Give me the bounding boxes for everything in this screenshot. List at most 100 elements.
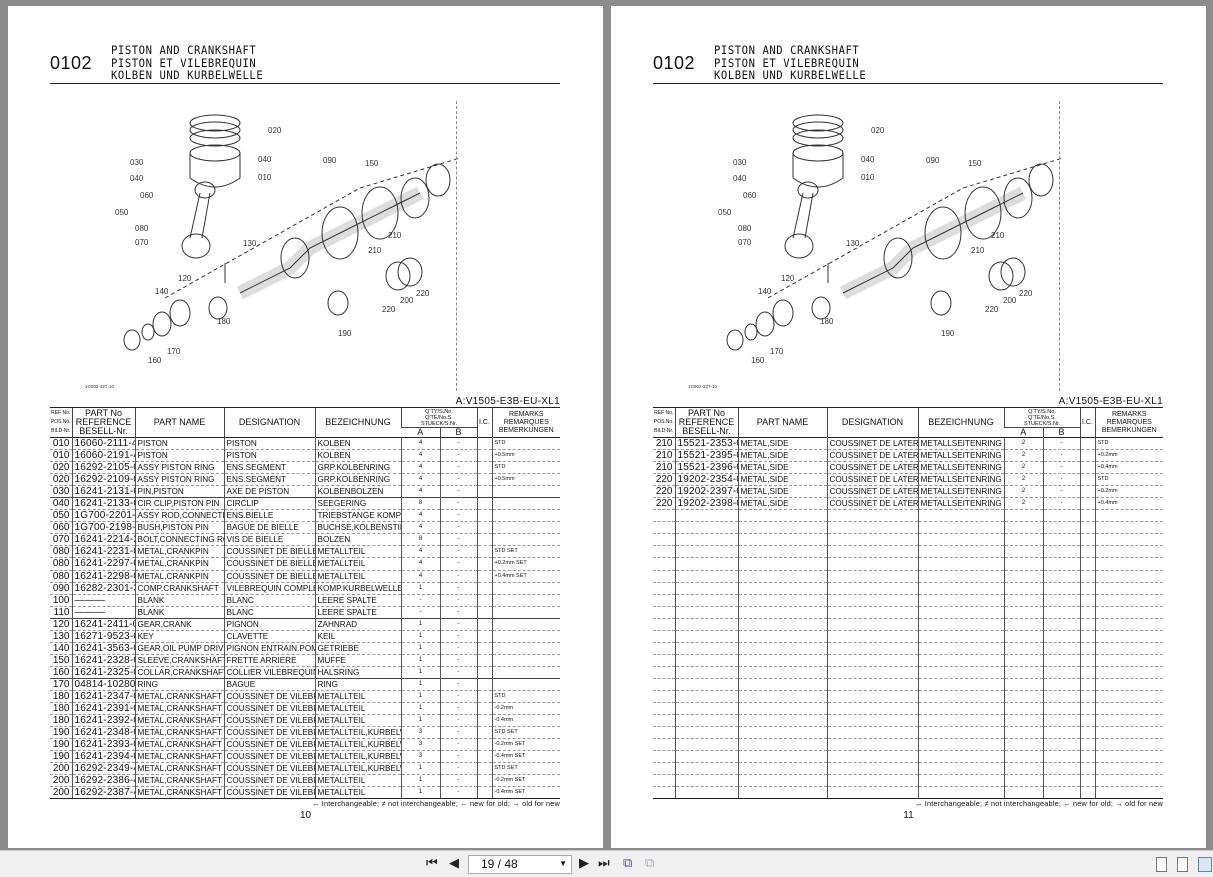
chevron-down-icon[interactable]: ▼ — [559, 859, 567, 868]
cell-part-no: 16241-2325-0 — [71, 666, 135, 679]
empty-cell — [1094, 594, 1163, 607]
last-page-icon[interactable]: ⏭ — [598, 855, 610, 870]
empty-cell — [826, 630, 918, 643]
cell-part-no: 19202-2398-0 — [674, 497, 738, 511]
single-page-view-icon[interactable] — [1156, 857, 1167, 872]
empty-cell — [826, 582, 918, 595]
cell-ref-no: 200 — [50, 762, 72, 776]
callout-label: 010 — [258, 173, 272, 182]
empty-cell — [653, 762, 675, 776]
empty-cell — [674, 545, 738, 559]
cell-part-no: 19202-2354-0 — [674, 473, 738, 487]
header-qty-a: A — [401, 427, 440, 438]
callout-label: 070 — [738, 238, 752, 247]
cell-bezeichnung: SEEGERING — [314, 497, 401, 511]
empty-cell — [917, 786, 1004, 800]
cell-part-no: 16241-2391-0 — [71, 702, 135, 716]
crankshaft-drawing — [236, 177, 430, 300]
empty-cell — [1003, 594, 1043, 607]
empty-cell — [674, 714, 738, 728]
first-page-icon[interactable]: ⏮ — [426, 855, 438, 870]
empty-cell — [674, 642, 738, 655]
empty-cell — [1003, 545, 1043, 559]
cell-bezeichnung: METALLTEIL — [314, 545, 401, 559]
cell-qty-b: - — [439, 654, 477, 667]
empty-cell — [1079, 702, 1095, 716]
cell-bezeichnung: KOLBEN — [314, 449, 401, 463]
cell-part-name: METAL,CRANKPIN — [134, 545, 224, 559]
continuous-view-icon[interactable] — [1177, 857, 1188, 872]
empty-cell — [826, 594, 918, 607]
cell-part-no: 16060-2111-4 — [71, 437, 135, 451]
interchangeability-legend: ↔ Interchangeable; ≠ not interchangeable… — [915, 799, 1163, 808]
callout-label: 060 — [140, 191, 154, 200]
cell-qty-a: 3 — [400, 738, 440, 752]
cell-bezeichnung: METALLTEIL — [314, 774, 401, 788]
next-page-icon[interactable]: ▶ — [579, 855, 589, 870]
empty-cell — [917, 666, 1004, 679]
cell-part-name: RING — [134, 677, 224, 691]
cell-ref-no: 100 — [50, 594, 72, 607]
cell-bezeichnung: METALLSEITENRING — [917, 485, 1004, 499]
empty-table-row — [653, 606, 1163, 619]
cell-bezeichnung: METALLTEIL,KURBELWE — [314, 738, 401, 752]
cell-ic — [476, 714, 492, 728]
cell-bezeichnung: KOLBENBOLZEN — [314, 485, 401, 499]
empty-cell — [1003, 642, 1043, 655]
two-page-view-icon[interactable] — [1198, 857, 1212, 872]
empty-cell — [1094, 630, 1163, 643]
empty-table-row — [653, 642, 1163, 655]
empty-table-row — [653, 702, 1163, 716]
cell-bezeichnung: GRP.KOLBENRING — [314, 473, 401, 487]
callout-label: 200 — [400, 296, 414, 305]
cell-part-name: BLANK — [134, 606, 224, 619]
cell-qty-a: 8 — [400, 497, 440, 511]
cell-part-name: GEAR,CRANK — [134, 617, 224, 631]
cell-qty-b: - — [439, 437, 477, 451]
title-german: KOLBEN UND KURBELWELLE — [714, 68, 867, 82]
header-ref-no: REF No.POS.No.BILD-Nr. — [50, 407, 72, 438]
empty-cell — [737, 557, 827, 571]
header-qty-b: B — [439, 427, 477, 438]
cell-ref-no: 020 — [50, 461, 72, 475]
cell-remarks: STD — [1094, 437, 1163, 451]
cell-qty-b: - — [439, 642, 477, 655]
cell-ic — [476, 642, 492, 655]
fit-page-icon[interactable]: ⧉ — [623, 855, 633, 870]
empty-cell — [1042, 642, 1080, 655]
empty-cell — [1003, 738, 1043, 752]
cell-designation: CLAVETTE — [223, 630, 315, 643]
empty-cell — [917, 738, 1004, 752]
empty-cell — [826, 533, 918, 547]
empty-cell — [1003, 690, 1043, 704]
empty-cell — [1042, 521, 1080, 535]
empty-cell — [674, 726, 738, 740]
cell-qty-a: 2 — [1003, 461, 1043, 475]
empty-cell — [1042, 702, 1080, 716]
empty-cell — [737, 545, 827, 559]
header-bezeichnung: BEZEICHNUNG — [917, 407, 1004, 438]
empty-cell — [737, 618, 827, 631]
callout-label: 030 — [130, 158, 144, 167]
cell-designation: COUSSINET DE LATERAL — [826, 497, 918, 511]
empty-cell — [917, 678, 1004, 691]
cell-bezeichnung: HALSRING — [314, 666, 401, 679]
cell-bezeichnung: ZAHNRAD — [314, 617, 401, 631]
cell-qty-b: - — [439, 570, 477, 583]
previous-page-icon[interactable]: ◀ — [449, 855, 459, 870]
cell-designation: COUSSINET DE VILEBR. — [223, 702, 315, 716]
rotate-icon[interactable]: ⧉ — [645, 855, 655, 870]
page-number-input[interactable]: 19 / 48▼ — [468, 855, 572, 874]
cell-qty-a: 1 — [400, 714, 440, 728]
cell-ref-no: 200 — [50, 786, 72, 800]
empty-cell — [1094, 545, 1163, 559]
empty-cell — [826, 545, 918, 559]
callout-label: 150 — [365, 159, 379, 168]
cell-qty-b: - — [439, 774, 477, 788]
cell-qty-b: - — [439, 606, 477, 619]
